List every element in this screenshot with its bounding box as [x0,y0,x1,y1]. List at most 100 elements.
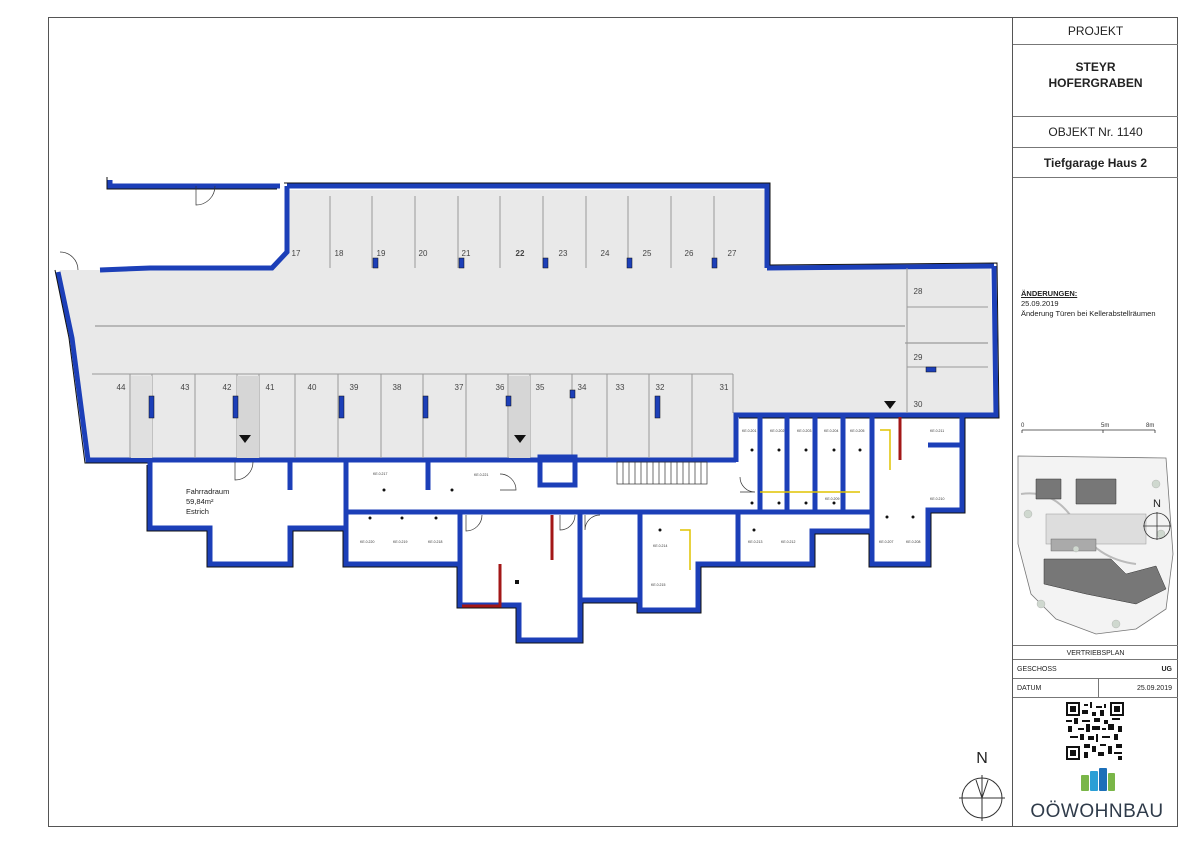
geschoss-label: GESCHOSS [1017,666,1057,673]
geschoss-value: UG [1161,666,1173,673]
garage-floor-area [60,190,996,460]
bay-25: 25 [643,249,652,258]
bay-19: 19 [377,249,386,258]
bay-42: 42 [223,383,232,392]
fire-walls [462,417,902,608]
bike-room-label: Fahrradraum 59,84m² Estrich [186,487,229,516]
project-label: PROJEKT [1013,17,1178,45]
site-plan-thumbnail: N [1017,455,1174,635]
north-arrow: N [959,750,1005,821]
bay-32: 32 [656,383,665,392]
bay-20: 20 [419,249,428,258]
shaded-bay [131,376,152,458]
bay-40: 40 [308,383,317,392]
bay-30: 30 [914,400,923,409]
electric-lines [680,429,891,570]
bay-21: 21 [462,249,471,258]
object-name: Tiefgarage Haus 2 [1013,148,1178,178]
project-name-line1: STEYR [1075,60,1116,74]
bay-33: 33 [616,383,625,392]
bike-room-area: 59,84m² [186,497,214,506]
bay-23: 23 [559,249,568,258]
bay-39: 39 [350,383,359,392]
bay-18: 18 [335,249,344,258]
shaded-bay [237,376,259,458]
scale-label-5m: 5m [1101,423,1109,429]
scale-bar: 0 5m 8m [1021,423,1156,433]
shaded-bay [509,376,530,458]
svg-text:KE.0.208: KE.0.208 [906,540,920,544]
project-name: STEYR HOFERGRABEN [1013,45,1178,117]
datum-row: DATUM 25.09.2019 [1013,679,1178,698]
bay-36: 36 [496,383,505,392]
bike-room-floor: Estrich [186,507,209,516]
svg-text:KE.0.217: KE.0.217 [373,472,387,476]
door-swings [59,185,756,532]
bay-29: 29 [914,353,923,362]
drawing-sheet-frame [48,17,1178,827]
title-block: PROJEKT STEYR HOFERGRABEN OBJEKT Nr. 114… [1012,17,1178,827]
changes-date: 25.09.2019 [1021,299,1059,308]
parking-dividers-top [329,196,715,268]
svg-text:KE.0.209: KE.0.209 [825,497,839,501]
bay-35: 35 [536,383,545,392]
svg-text:KE.0.201: KE.0.201 [742,429,756,433]
svg-text:KE.0.218: KE.0.218 [428,540,442,544]
bay-26: 26 [685,249,694,258]
bay-34: 34 [578,383,587,392]
scale-label-8m: 8m [1146,423,1154,429]
bay-43: 43 [181,383,190,392]
garage-walls [55,180,999,463]
north-label: N [976,750,988,767]
geschoss-row: GESCHOSS UG [1013,660,1178,679]
parking-dividers-right [906,268,988,413]
storage-room-labels: KE.0.201 KE.0.202 KE.0.203 KE.0.204 KE.0.2… [360,429,944,587]
svg-text:KE.0.219: KE.0.219 [393,540,407,544]
site-north-label: N [1153,498,1161,510]
object-number: OBJEKT Nr. 1140 [1013,117,1178,148]
fixtures [368,448,915,584]
logo: OÖWOHNBAU [1023,765,1171,823]
datum-label: DATUM [1017,685,1042,692]
svg-text:KE.0.204: KE.0.204 [824,429,838,433]
basement-walls [147,415,965,643]
bay-24: 24 [601,249,610,258]
datum-value: 25.09.2019 [1136,685,1172,692]
garage-walls-outline [54,177,1000,464]
svg-text:KE.0.202: KE.0.202 [770,429,784,433]
bay-41: 41 [266,383,275,392]
plan-type: VERTRIEBSPLAN [1013,645,1178,660]
columns [148,257,937,419]
svg-text:KE.0.203: KE.0.203 [797,429,811,433]
changes-block: ÄNDERUNGEN: 25.09.2019 Änderung Türen be… [1021,289,1156,319]
bay-28: 28 [914,287,923,296]
project-name-line2: HOFERGRABEN [1048,76,1143,90]
svg-text:KE.0.210: KE.0.210 [930,497,944,501]
bay-17: 17 [292,249,301,258]
svg-text:KE.0.221: KE.0.221 [474,473,488,477]
svg-text:KE.0.215: KE.0.215 [651,583,665,587]
bay-22: 22 [516,249,525,258]
bay-37: 37 [455,383,464,392]
svg-text:KE.0.220: KE.0.220 [360,540,374,544]
bay-31: 31 [720,383,729,392]
changes-text: Änderung Türen bei Kellerabstellräumen [1021,309,1156,318]
svg-text:KE.0.212: KE.0.212 [781,540,795,544]
logo-mark-icon [1081,768,1115,791]
svg-text:KE.0.207: KE.0.207 [879,540,893,544]
svg-text:KE.0.213: KE.0.213 [748,540,762,544]
svg-text:KE.0.211: KE.0.211 [930,429,944,433]
svg-text:KE.0.214: KE.0.214 [653,544,667,548]
stair [616,461,708,485]
changes-title: ÄNDERUNGEN: [1021,289,1078,298]
svg-text:KE.0.205: KE.0.205 [850,429,864,433]
entrance-markers [239,401,896,443]
bay-27: 27 [728,249,737,258]
bike-room-name: Fahrradraum [186,487,229,496]
basement-walls-outline [146,418,966,644]
bay-38: 38 [393,383,402,392]
scale-label-0: 0 [1021,423,1025,429]
qr-code-icon [1066,702,1124,760]
